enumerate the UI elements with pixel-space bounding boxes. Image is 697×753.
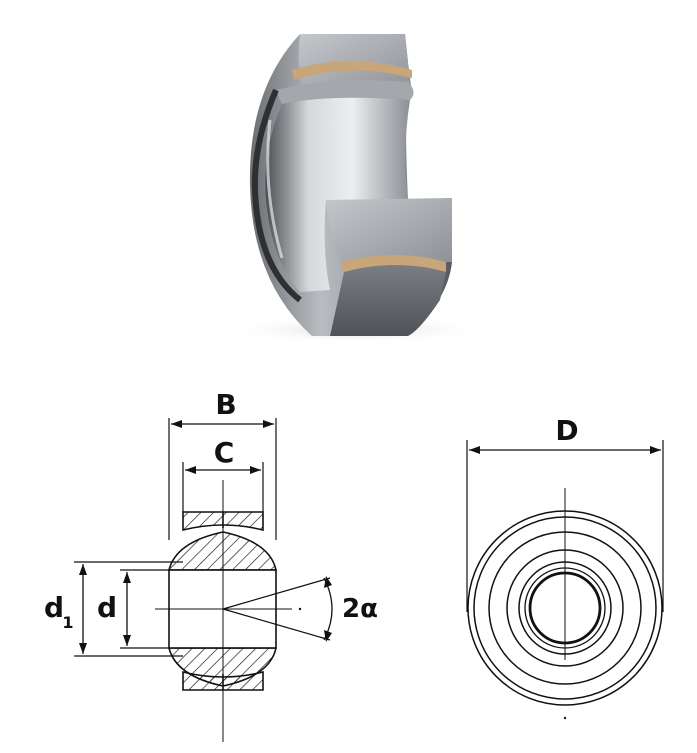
front-center-dot (563, 716, 567, 720)
dim-D-arrow-right (650, 446, 661, 454)
dim-b-arrow-left (171, 420, 182, 428)
label-d: d (97, 591, 117, 624)
liner-lower (340, 255, 446, 272)
front-view (466, 440, 664, 720)
liner-upper (292, 61, 412, 80)
dim-d-arrow-top (123, 572, 131, 583)
inner-ring-upper-face (276, 80, 414, 104)
bore-rim (251, 88, 302, 303)
dim-d-arrow-bottom (123, 635, 131, 646)
lower-cut-face (326, 198, 452, 264)
section-view (74, 418, 333, 742)
label-c: C (214, 436, 235, 469)
tilt-arrow-bottom (324, 630, 332, 642)
bore-surface (265, 97, 410, 292)
dim-d1-arrow-bottom (79, 643, 87, 654)
dim-d1-arrow-top (79, 564, 87, 575)
tilt-arrow-top (324, 576, 332, 588)
label-d1: d (44, 591, 64, 624)
dim-D-arrow-left (469, 446, 480, 454)
bearing-render (220, 34, 490, 344)
label-d1-subscript: 1 (62, 613, 73, 632)
dim-c-arrow-left (185, 466, 196, 474)
lower-outer-side (330, 265, 446, 336)
label-b: B (215, 388, 236, 421)
label-D: D (555, 414, 578, 447)
tilt-line-lower (222, 608, 331, 641)
tilt-line-upper (222, 577, 331, 610)
dim-b-arrow-right (263, 420, 274, 428)
outer-highlight (266, 119, 284, 259)
label-2alpha: 2α (342, 594, 378, 624)
dim-c-arrow-right (250, 466, 261, 474)
tilt-dot (298, 607, 302, 611)
